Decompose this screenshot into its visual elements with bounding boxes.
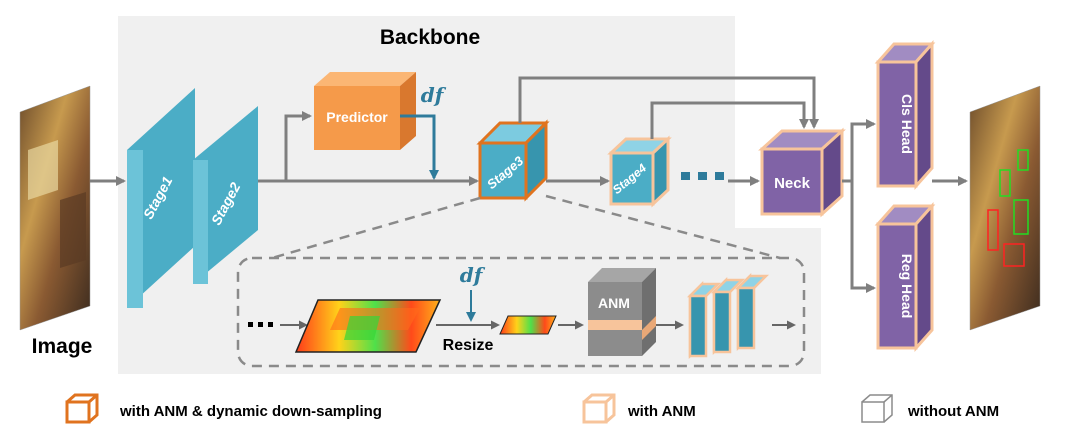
legend-dynamic-icon bbox=[65, 393, 99, 424]
predictor-label: Predictor bbox=[326, 109, 388, 125]
detail-dots bbox=[248, 322, 273, 327]
cls-head-label: Cls Head bbox=[899, 94, 915, 154]
reg-head-block bbox=[874, 202, 936, 352]
stage3-block bbox=[476, 119, 550, 202]
legend-anm-icon bbox=[582, 393, 616, 424]
input-label: Image bbox=[32, 335, 93, 358]
backbone-title: Backbone bbox=[380, 26, 480, 49]
df-arrow bbox=[400, 114, 439, 180]
stage2-block bbox=[193, 106, 258, 284]
legend-anm-label: with ANM bbox=[627, 403, 696, 420]
feature-maps-stack bbox=[686, 272, 770, 360]
cls-head-block bbox=[874, 40, 936, 190]
predictor-df-label: df bbox=[421, 83, 447, 107]
neck-block bbox=[758, 127, 846, 218]
legend-none-label: without ANM bbox=[907, 403, 999, 420]
resized-heatmap bbox=[499, 315, 557, 335]
neck-label: Neck bbox=[774, 175, 811, 192]
anm-label: ANM bbox=[598, 295, 630, 311]
detail-df-label: df bbox=[460, 263, 486, 287]
output-image bbox=[969, 85, 1041, 331]
legend-dynamic-label: with ANM & dynamic down-sampling bbox=[119, 403, 382, 420]
flow-arrows bbox=[90, 76, 968, 293]
stage-detail-box bbox=[236, 256, 806, 368]
legend-none-icon bbox=[861, 394, 893, 423]
zoom-guides bbox=[271, 194, 781, 260]
anm-block bbox=[588, 268, 656, 356]
stage1-block bbox=[127, 88, 195, 308]
stage4-block bbox=[607, 135, 672, 208]
resize-label: Resize bbox=[443, 337, 494, 354]
more-stages-dots bbox=[681, 172, 724, 180]
feature-heatmap bbox=[294, 299, 442, 353]
input-image bbox=[19, 85, 91, 331]
reg-head-label: Reg Head bbox=[899, 254, 915, 319]
predictor-block bbox=[314, 72, 416, 150]
